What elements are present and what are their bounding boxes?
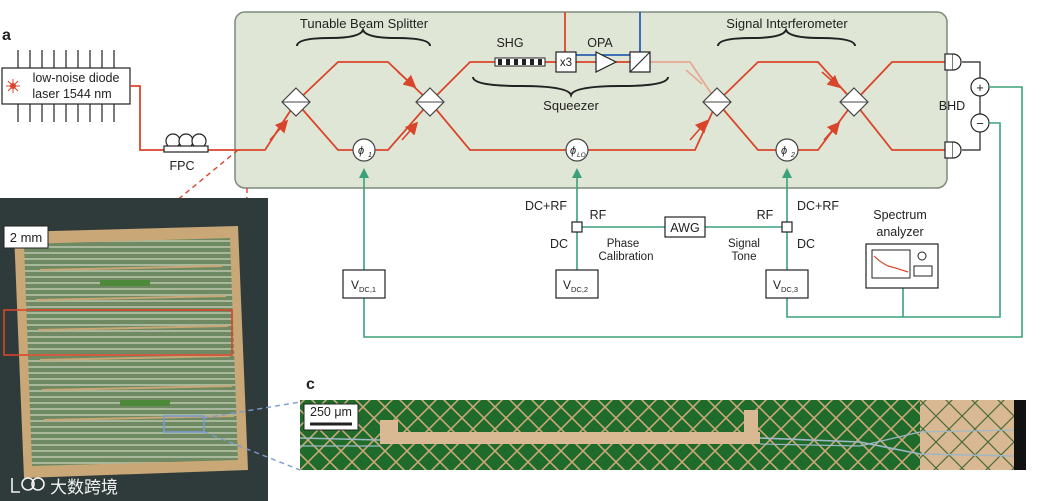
awg-box <box>664 216 706 238</box>
fpc-label: FPC <box>170 159 195 173</box>
waveguide-micrograph <box>299 400 1026 470</box>
beam-splitter-1 <box>281 87 311 117</box>
chip-micrograph <box>0 198 268 501</box>
svg-text:DC,3: DC,3 <box>781 285 798 294</box>
propagation-arrows <box>269 69 841 141</box>
signal-tone-label-2: Tone <box>732 251 757 263</box>
spectrum-analyzer-icon <box>865 243 939 289</box>
bias-tee-right <box>781 221 793 233</box>
dichroic-filter <box>629 51 651 73</box>
bhd-label: BHD <box>939 99 965 113</box>
awg-label: AWG <box>670 221 699 235</box>
svg-text:V: V <box>351 278 359 292</box>
squeezer-label: Squeezer <box>543 98 599 113</box>
squeezer-brace <box>472 76 669 99</box>
laser-label-line1: low-noise diode <box>33 71 120 85</box>
phase-shifter-phi1: ϕ 1 <box>352 138 376 162</box>
watermark-text: 大数跨境 <box>50 478 118 497</box>
signal-interferometer-label: Signal Interferometer <box>726 16 848 31</box>
bhd-plus-label: + <box>976 80 984 95</box>
bhd-wire-bottom <box>962 132 981 151</box>
svg-text:2: 2 <box>790 152 795 159</box>
rf-left-label: RF <box>590 208 607 222</box>
svg-text:LO: LO <box>577 152 586 159</box>
bias-tee-left <box>571 221 583 233</box>
vdc1-box: V DC,1 <box>342 269 386 299</box>
svg-text:1: 1 <box>368 152 372 159</box>
spectrum-analyzer-label-2: analyzer <box>876 225 923 239</box>
rf-right-label: RF <box>757 208 774 222</box>
panel-label-c: c <box>306 376 315 393</box>
phase-shifter-phi2: ϕ 2 <box>775 138 799 162</box>
svg-text:ϕ: ϕ <box>570 145 576 157</box>
scale-bar-b-label: 2 mm <box>10 230 43 245</box>
laser-star-icon <box>6 79 20 93</box>
phase-calibration-label-1: Phase <box>607 238 640 250</box>
svg-text:DC,1: DC,1 <box>359 285 376 294</box>
control-arrows <box>359 168 792 178</box>
bhd-detector-top <box>944 53 962 71</box>
dc-rf-right-label: DC+RF <box>797 199 839 213</box>
watermark-logo-icon <box>11 477 45 493</box>
shg-grating <box>494 57 546 67</box>
svg-text:ϕ: ϕ <box>358 145 364 157</box>
zoom-projection-b-top <box>203 401 301 419</box>
vdc2-box: V DC,2 <box>555 269 599 299</box>
opa-label: OPA <box>587 36 613 50</box>
control-wiring <box>363 86 1023 338</box>
svg-text:V: V <box>563 278 571 292</box>
dc-left-label: DC <box>550 237 568 251</box>
beam-splitter-2 <box>415 87 445 117</box>
tunable-beam-splitter-brace <box>296 27 431 47</box>
beam-splitter-4 <box>839 87 869 117</box>
phase-calibration-label-2: Calibration <box>599 251 654 263</box>
shg-label: SHG <box>496 36 523 50</box>
spectrum-analyzer-label-1: Spectrum <box>873 208 927 222</box>
laser-source: low-noise diode laser 1544 nm <box>1 50 131 122</box>
tripler-box <box>555 51 577 73</box>
dc-right-label: DC <box>797 237 815 251</box>
svg-text:ϕ: ϕ <box>781 145 787 157</box>
phase-shifter-philo: ϕ LO <box>565 138 589 162</box>
svg-text:V: V <box>773 278 781 292</box>
bhd-minus-label: − <box>976 116 984 131</box>
fpc-icon <box>163 133 209 153</box>
beam-splitter-3 <box>702 87 732 117</box>
scale-bar-c-box <box>303 403 359 431</box>
bhd-detector-bottom <box>944 141 962 159</box>
vdc3-box: V DC,3 <box>765 269 809 299</box>
bhd-wire-top <box>962 61 981 78</box>
photonic-chip-region <box>234 11 948 189</box>
scale-bar-c-label: 250 μm <box>310 405 352 419</box>
signal-tone-label-1: Signal <box>728 238 760 250</box>
signal-interferometer-brace <box>717 27 856 47</box>
svg-text:DC,2: DC,2 <box>571 285 588 294</box>
tripler-label: x3 <box>560 57 572 69</box>
dc-rf-left-label: DC+RF <box>525 199 567 213</box>
opa-amplifier-icon <box>595 51 618 73</box>
panel-label-a: a <box>2 27 11 44</box>
laser-label-line2: laser 1544 nm <box>32 87 111 101</box>
tunable-beam-splitter-label: Tunable Beam Splitter <box>300 16 429 31</box>
scale-bar-b-box <box>3 225 49 249</box>
